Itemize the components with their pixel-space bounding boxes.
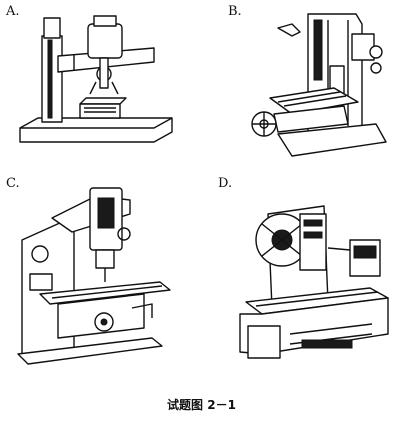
figure-label-d: D.: [218, 176, 233, 191]
figure-label-c: C.: [6, 176, 20, 191]
figure-label-a: A.: [6, 4, 20, 19]
vertical-milling-machine-icon: [12, 178, 180, 368]
figure-label-b: B.: [228, 4, 242, 19]
radial-drilling-machine-icon: [14, 10, 184, 150]
figure-caption: 试题图 2－1: [167, 398, 236, 412]
slotting-machine-icon: [248, 6, 396, 164]
cnc-machining-center-icon: [232, 184, 398, 376]
